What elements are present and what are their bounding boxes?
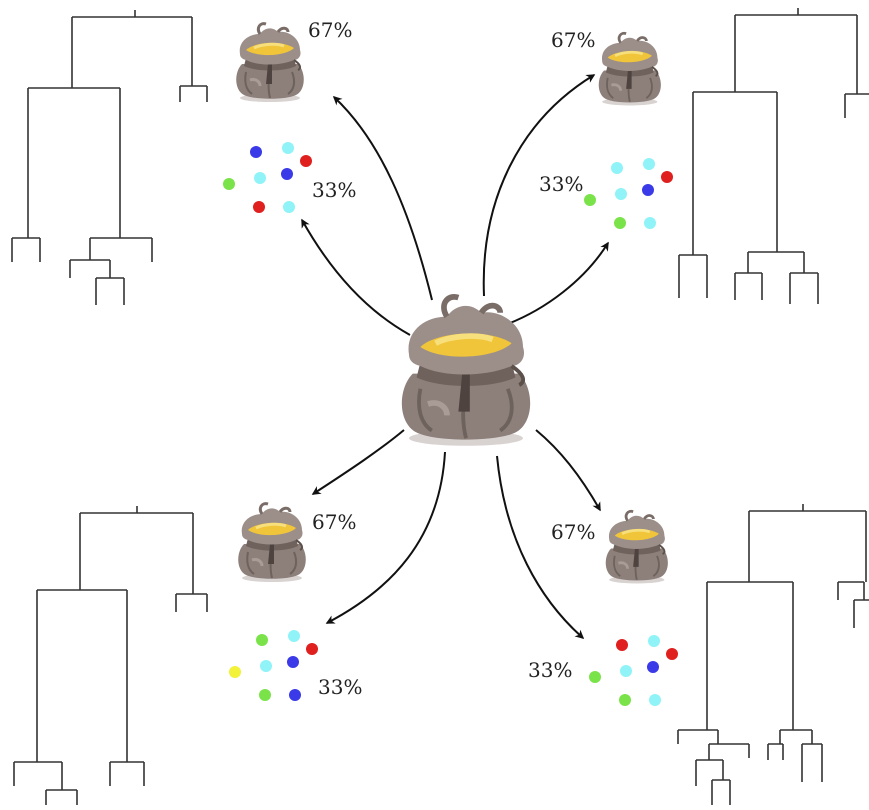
dendrogram-bottom-left xyxy=(13,506,208,805)
sample-dot-bottom-left-5 xyxy=(260,660,272,672)
sample-dot-bottom-left-4 xyxy=(229,666,241,678)
money-bag-icon xyxy=(236,502,308,584)
sample-dot-top-right-4 xyxy=(584,194,596,206)
sample-dot-bottom-left-3 xyxy=(306,643,318,655)
arrow-to-top-right-dots xyxy=(504,241,609,326)
sample-dot-bottom-left-1 xyxy=(256,634,268,646)
dendrogram-top-right xyxy=(678,8,869,304)
bag-top-left xyxy=(234,22,306,104)
sample-dot-top-left-7 xyxy=(253,201,265,213)
sample-dot-top-right-6 xyxy=(642,184,654,196)
source-bag xyxy=(402,297,530,446)
bag-bottom-right xyxy=(604,509,670,585)
arrow-to-top-right-bag xyxy=(482,74,596,297)
arrow-to-top-left-bag xyxy=(332,95,433,301)
dendrogram-top-left xyxy=(11,10,208,305)
label-dots-top-left: 33% xyxy=(312,178,357,202)
sample-dot-top-right-1 xyxy=(611,162,623,174)
sample-dot-bottom-left-2 xyxy=(288,630,300,642)
money-bag-icon xyxy=(604,509,670,585)
sample-dot-top-left-2 xyxy=(282,142,294,154)
sample-dot-top-right-5 xyxy=(615,188,627,200)
sample-dot-top-left-4 xyxy=(223,178,235,190)
sample-dot-top-right-2 xyxy=(643,158,655,170)
label-dots-bottom-left: 33% xyxy=(318,675,363,699)
arrow-to-bottom-left-bag xyxy=(311,429,405,495)
sample-dot-top-left-5 xyxy=(254,172,266,184)
label-bag-top-left: 67% xyxy=(308,18,353,42)
label-bag-top-right: 67% xyxy=(551,28,596,52)
sample-dot-bottom-right-1 xyxy=(616,639,628,651)
arrow-to-top-left-dots xyxy=(301,218,411,336)
arrows xyxy=(301,74,609,639)
money-bag-icon xyxy=(234,22,306,104)
sample-dot-bottom-right-7 xyxy=(619,694,631,706)
arrow-to-bottom-right-dots xyxy=(496,455,585,639)
money-bag-icon xyxy=(597,31,663,107)
label-bag-bottom-right: 67% xyxy=(551,520,596,544)
arrow-to-bottom-right-bag xyxy=(535,429,601,512)
sample-dot-top-right-3 xyxy=(661,171,673,183)
bag-bottom-left xyxy=(236,502,308,584)
sample-dot-top-right-7 xyxy=(614,217,626,229)
sample-dot-bottom-right-4 xyxy=(589,671,601,683)
sample-dot-bottom-left-7 xyxy=(259,689,271,701)
sample-dot-bottom-left-6 xyxy=(287,656,299,668)
label-dots-bottom-right: 33% xyxy=(528,658,573,682)
sample-dot-bottom-right-6 xyxy=(647,661,659,673)
arrow-to-bottom-left-dots xyxy=(325,451,446,624)
dendrogram-bottom-right xyxy=(677,504,869,805)
sample-dot-top-left-3 xyxy=(300,155,312,167)
sample-dot-top-right-8 xyxy=(644,217,656,229)
sample-dot-top-left-1 xyxy=(250,146,262,158)
sample-dot-top-left-6 xyxy=(281,168,293,180)
label-bag-bottom-left: 67% xyxy=(312,510,357,534)
label-dots-top-right: 33% xyxy=(539,172,584,196)
sample-dot-top-left-8 xyxy=(283,201,295,213)
sample-dot-bottom-right-5 xyxy=(620,665,632,677)
money-bag-icon xyxy=(402,297,530,446)
sample-dot-bottom-right-8 xyxy=(649,694,661,706)
sample-dot-bottom-right-2 xyxy=(648,635,660,647)
sample-dot-bottom-right-3 xyxy=(666,648,678,660)
sample-dots xyxy=(223,142,678,706)
sample-dot-bottom-left-8 xyxy=(289,689,301,701)
bag-top-right xyxy=(597,31,663,107)
